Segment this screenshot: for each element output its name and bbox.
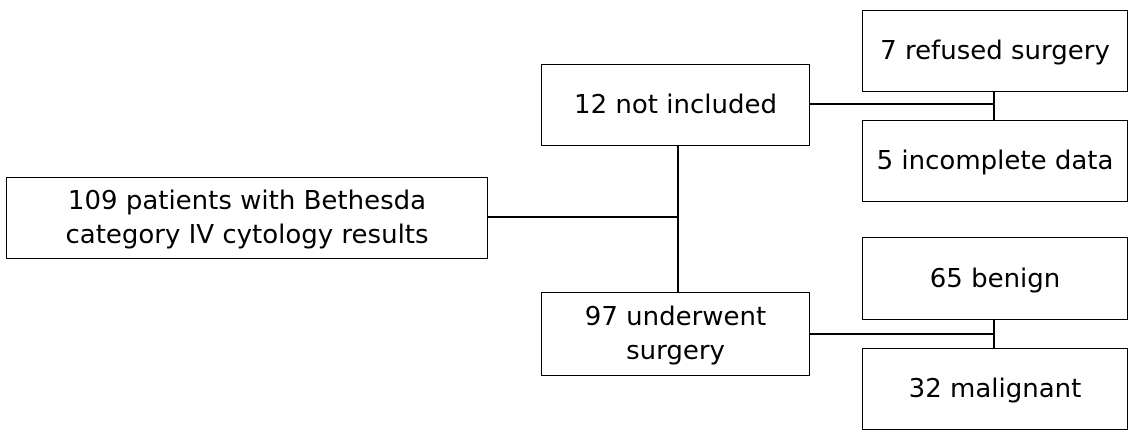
underwent-surgery-label: 97 underwent surgery <box>584 302 767 366</box>
malignant-label: 32 malignant <box>908 374 1082 404</box>
not-included-label: 12 not included <box>574 90 777 120</box>
root-node-box: 109 patients with Bethesda category IV c… <box>6 177 488 259</box>
incomplete-data-box: 5 incomplete data <box>862 120 1128 202</box>
benign-label: 65 benign <box>929 263 1061 294</box>
root-node-label: 109 patients with Bethesda category IV c… <box>65 186 429 250</box>
refused-surgery-label: 7 refused surgery <box>880 36 1110 66</box>
incomplete-data-label: 5 incomplete data <box>876 146 1114 176</box>
underwent-surgery-box: 97 underwent surgery <box>541 292 810 376</box>
benign-box: 65 benign <box>862 237 1128 320</box>
refused-surgery-box: 7 refused surgery <box>862 10 1128 92</box>
not-included-box: 12 not included <box>541 64 810 146</box>
malignant-box: 32 malignant <box>862 348 1128 430</box>
